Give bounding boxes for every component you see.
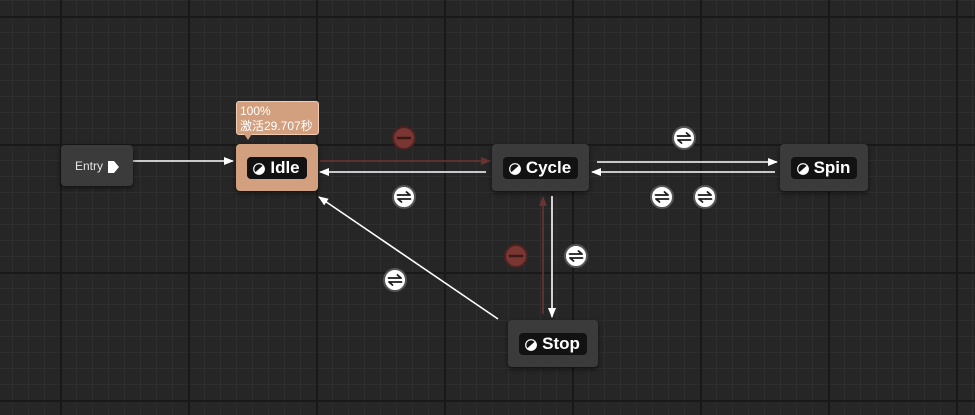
state-node-stop[interactable]: Stop [508, 320, 598, 367]
entry-arrow-icon [108, 160, 119, 173]
tooltip-pointer [244, 134, 252, 140]
transition-rule-icon[interactable] [672, 126, 696, 150]
transition-rule-icon[interactable] [392, 126, 416, 150]
state-title-spin: Spin [790, 156, 858, 179]
state-node-idle[interactable]: Idle [236, 144, 318, 191]
entry-node[interactable]: Entry [61, 145, 133, 186]
transition-rule-icon[interactable] [693, 185, 717, 209]
state-icon [508, 162, 521, 175]
state-node-spin[interactable]: Spin [780, 144, 868, 191]
state-icon [253, 162, 266, 175]
state-title-stop: Stop [519, 332, 587, 355]
state-label-stop: Stop [542, 333, 580, 353]
wire-stop-to-idle[interactable] [318, 196, 499, 320]
state-label-cycle: Cycle [525, 157, 572, 177]
state-icon [525, 338, 538, 351]
transition-rule-icon[interactable] [650, 185, 674, 209]
state-weight: 100% [240, 104, 271, 118]
state-label-spin: Spin [813, 157, 851, 177]
state-icon [796, 162, 809, 175]
transition-rule-icon[interactable] [392, 185, 416, 209]
entry-label: Entry [74, 158, 103, 173]
transition-rule-icon[interactable] [383, 268, 407, 292]
state-node-cycle[interactable]: Cycle [492, 144, 589, 191]
transition-rule-icon[interactable] [504, 244, 528, 268]
state-label-idle: Idle [270, 157, 300, 177]
state-title-cycle: Cycle [502, 156, 579, 179]
state-title-idle: Idle [247, 156, 307, 179]
state-active-time: 激活29.707秒 [240, 119, 313, 133]
transition-rule-icon[interactable] [564, 244, 588, 268]
active-state-tooltip: 100% 激活29.707秒 [236, 101, 319, 135]
